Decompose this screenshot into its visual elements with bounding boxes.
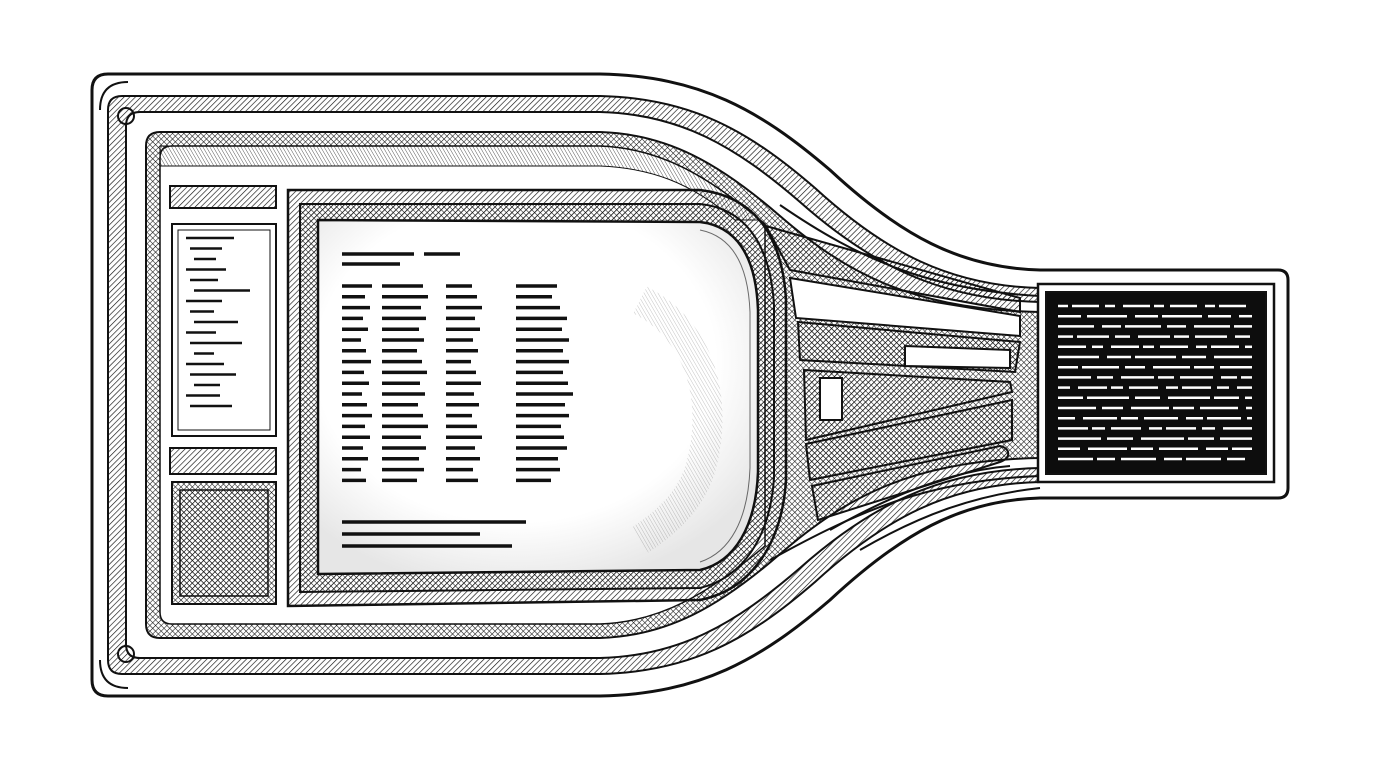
stretched-neck (763, 204, 1041, 561)
sidebar-panel-icon (169, 185, 277, 605)
terminal-panel-icon (1036, 282, 1276, 484)
curved-screen-icon (286, 188, 788, 608)
